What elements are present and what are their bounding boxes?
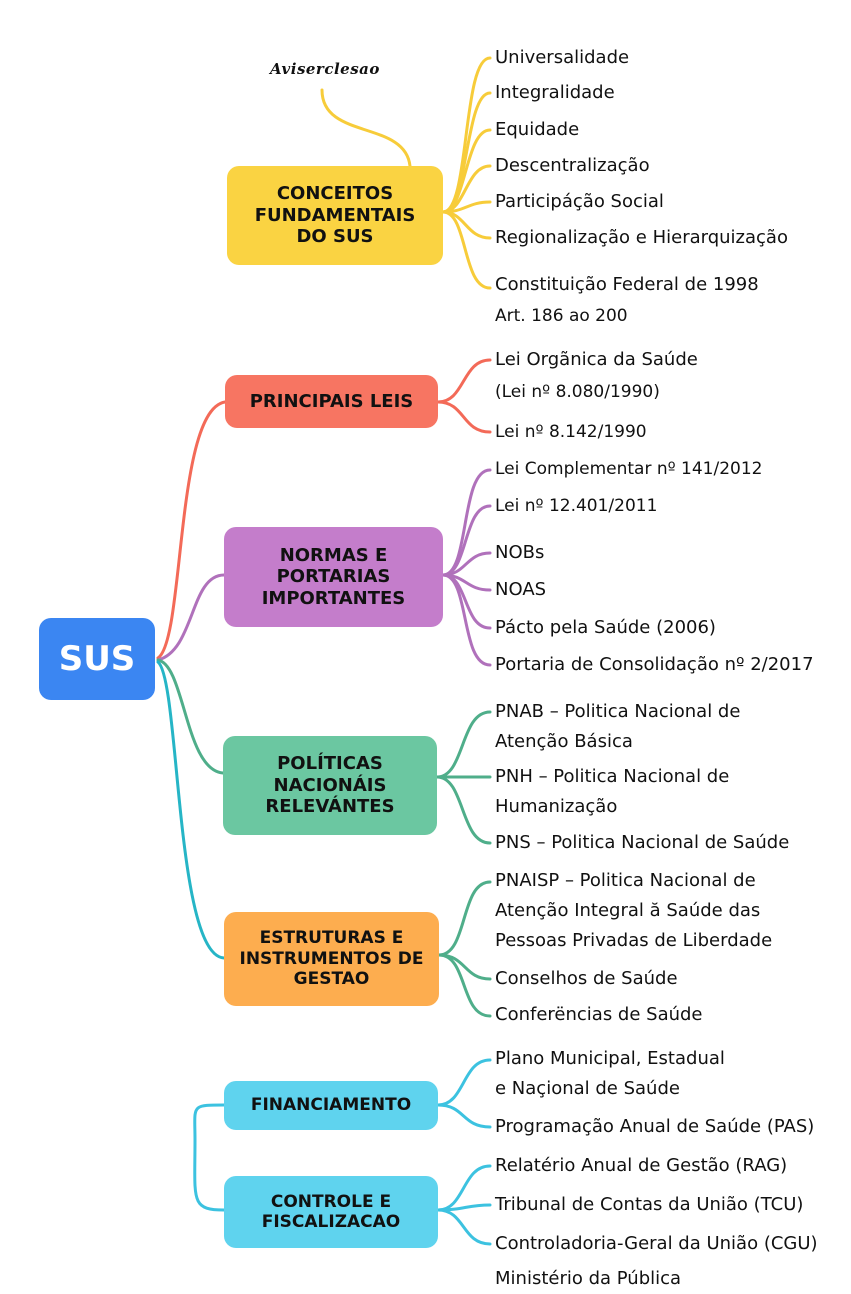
leaf-item[interactable]: PNS – Politica Nacional de Saúde (495, 832, 790, 853)
leaf-item[interactable]: Universalidade (495, 47, 630, 68)
leaf-item[interactable]: Integralidade (495, 82, 615, 103)
leaf-item[interactable]: Descentralização (495, 155, 650, 176)
leaf-item-continued: e Naçional de Saúde (495, 1078, 680, 1099)
leaf-item[interactable]: PNAB – Politica Nacional de (495, 701, 741, 722)
leaf-item-subtext: (Lei nº 8.080/1990) (495, 382, 660, 402)
links-estruturas (437, 880, 492, 1018)
leaf-item[interactable]: Regionalização e Hierarquização (495, 227, 788, 248)
node-label-line: INSTRUMENTOS DE (239, 948, 424, 969)
leaf-item[interactable]: Programação Anual de Saúde (PAS) (495, 1116, 815, 1137)
node-label-line: DO SUS (296, 226, 374, 248)
link-annotation (320, 88, 412, 168)
links-controle (436, 1164, 492, 1246)
node-label-line: NORMAS E (279, 544, 388, 566)
node-label-line: RELEVÁNTES (265, 796, 395, 818)
leaf-item-continued: Pessoas Privadas de Liberdade (495, 930, 773, 951)
node-label-line: IMPORTANTES (261, 587, 406, 609)
node-controle-fiscalizacao[interactable]: CONTROLE E FISCALIZACAO (224, 1176, 438, 1248)
leaf-item[interactable]: NOBs (495, 542, 545, 563)
links-normas (441, 468, 492, 667)
leaf-item[interactable]: Plano Municipal, Estadual (495, 1048, 725, 1069)
node-conceitos-fundamentais[interactable]: CONCEITOS FUNDAMENTAIS DO SUS (227, 166, 443, 265)
node-label-line: NACIONÁIS (273, 774, 387, 796)
node-label-line: CONCEITOS (276, 183, 394, 205)
link-root-normas (156, 573, 226, 662)
leaf-item[interactable]: Conselhos de Saúde (495, 968, 678, 989)
leaf-item[interactable]: Lei nº 8.142/1990 (495, 422, 647, 442)
node-label-line: PRINCIPAIS LEIS (249, 390, 414, 412)
leaf-item[interactable]: Lei Complementar nº 141/2012 (495, 459, 763, 479)
leaf-item[interactable]: Pácto pela Saúde (2006) (495, 617, 716, 638)
node-label-line: ESTRUTURAS E (259, 928, 404, 949)
leaf-item[interactable]: PNAISP – Politica Nacional de (495, 870, 756, 891)
root-node-sus[interactable]: SUS (39, 618, 155, 700)
node-principais-leis[interactable]: PRINCIPAIS LEIS (225, 375, 438, 428)
link-financ-controle (193, 1103, 226, 1212)
leaf-item[interactable]: Portaria de Consolidação nº 2/2017 (495, 654, 814, 675)
link-root-estruturas (156, 660, 226, 960)
node-label-line: FUNDAMENTAIS (254, 204, 416, 226)
node-normas-portarias[interactable]: NORMAS E PORTARIAS IMPORTANTES (224, 527, 443, 627)
node-label-line: FISCALIZACAO (261, 1212, 401, 1232)
leaf-item[interactable]: Participáção Social (495, 191, 664, 212)
root-label: SUS (58, 638, 136, 679)
leaf-item[interactable]: Relatério Anual de Gestão (RAG) (495, 1155, 788, 1176)
leaf-item[interactable]: PNH – Politica Nacional de (495, 766, 730, 787)
node-label-line: FINANCIAMENTO (250, 1095, 412, 1116)
leaf-item[interactable]: Equidade (495, 119, 580, 140)
link-root-leis (156, 400, 227, 660)
node-label-line: CONTROLE E (270, 1191, 392, 1212)
node-financiamento[interactable]: FINANCIAMENTO (224, 1081, 438, 1130)
leaf-item[interactable]: Controladoria-Geral da União (CGU) (495, 1233, 818, 1254)
node-label-line: POLÍTICAS (277, 753, 383, 775)
node-politicas-nacionais[interactable]: POLÍTICAS NACIONÁIS RELEVÁNTES (223, 736, 437, 835)
links-politicas (435, 710, 492, 845)
links-conceitos (441, 56, 492, 290)
node-label-line: PORTARIAS (276, 566, 391, 588)
annotation-label: Aviserclesao (270, 60, 380, 78)
leaf-item-continued: Atenção Básica (495, 731, 633, 752)
leaf-item[interactable]: Lei Orgãnica da Saúde (495, 349, 698, 370)
leaf-item[interactable]: NOAS (495, 579, 547, 600)
links-financiamento (436, 1058, 492, 1129)
leaf-item[interactable]: Tribunal de Contas da União (TCU) (495, 1194, 804, 1215)
leaf-item-subtext: Art. 186 ao 200 (495, 306, 628, 326)
leaf-item[interactable]: Conferëncias de Saúde (495, 1004, 703, 1025)
leaf-item-continued: Atenção Integral ă Saúde das (495, 900, 761, 921)
leaf-item-continued: Humanização (495, 796, 618, 817)
node-label-line: GESTAO (293, 969, 370, 990)
link-root-politicas (156, 658, 225, 775)
leaf-item-cut-off[interactable]: Ministério da Pública (495, 1268, 682, 1289)
node-estruturas-instrumentos[interactable]: ESTRUTURAS E INSTRUMENTOS DE GESTAO (224, 912, 439, 1006)
leaf-item[interactable]: Lei nº 12.401/2011 (495, 496, 658, 516)
leaf-item[interactable]: Constituição Federal de 1998 (495, 274, 759, 295)
links-leis (436, 358, 492, 434)
